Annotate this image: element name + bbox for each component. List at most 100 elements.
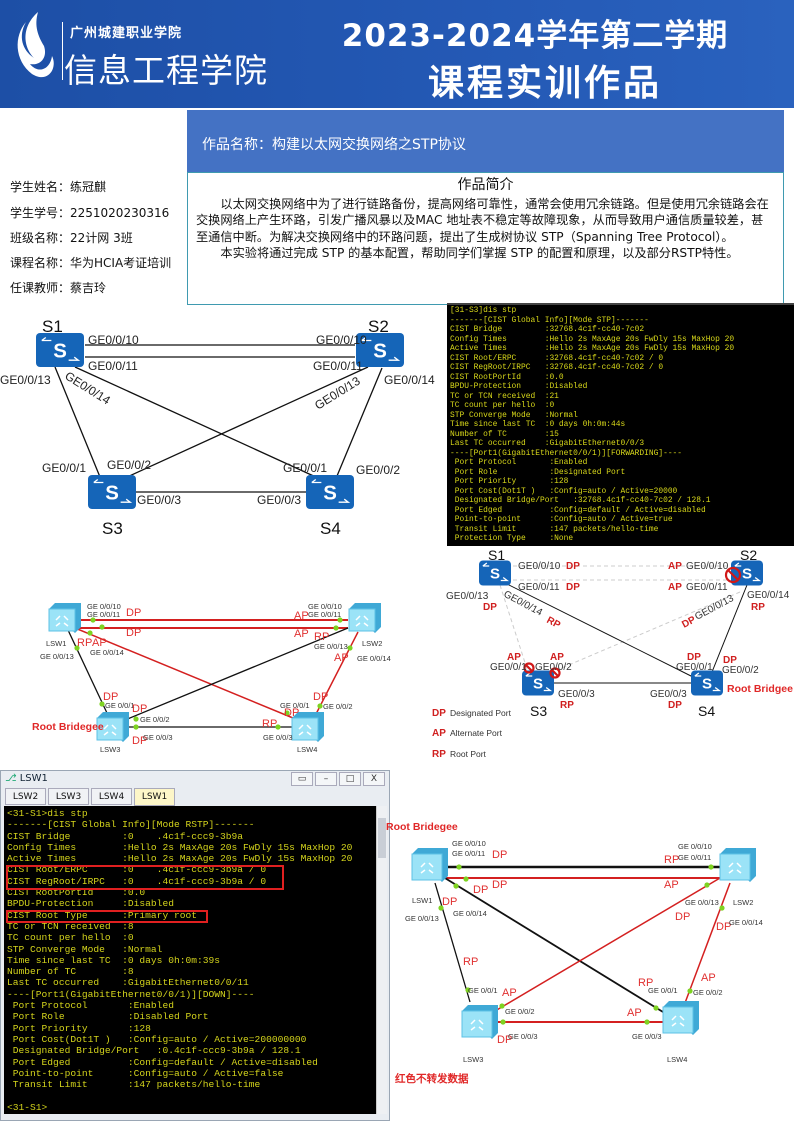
lsw1-terminal-window: ⎇ LSW1 ▭ – □ X LSW2 LSW3 LSW4 LSW1 <31-S… <box>0 770 390 1121</box>
topo3-label: AP <box>668 561 682 572</box>
topo4-label: LSW1 <box>46 639 66 648</box>
port-dot <box>133 724 139 730</box>
topo4-label: GE 0/0/13 <box>40 652 74 661</box>
link-line <box>67 629 108 714</box>
topo3-label: S1 <box>488 547 505 563</box>
topo4-label: LSW4 <box>297 745 317 754</box>
college-name: 信息工程学院 <box>64 51 268 90</box>
topo4-label: GE 0/0/14 <box>357 654 391 663</box>
topo4-label: DP <box>313 691 328 703</box>
topo1-label: GE0/0/10 <box>88 333 139 347</box>
poster-title: 课程实训作品 <box>427 63 662 104</box>
port-dot <box>133 716 139 722</box>
intro-title: 作品简介 <box>457 177 514 193</box>
terminal-scrollbar[interactable] <box>376 806 387 1114</box>
topo3-label: DP <box>668 700 682 711</box>
topo3-label: GE0/0/14 <box>747 590 790 601</box>
link-line <box>74 627 294 719</box>
topo3-label: AP <box>507 652 521 663</box>
topo3-label: S4 <box>698 703 715 719</box>
switch-s1[interactable]: S <box>36 333 84 367</box>
terminal-line: CIST RootPortId :0.0 <box>7 887 146 899</box>
switch-lsw2[interactable] <box>348 603 381 633</box>
terminal-line: [31-S3]dis stp <box>450 306 517 315</box>
topo3-label: GE0/0/10 <box>686 561 729 572</box>
tab-lsw4[interactable]: LSW4 <box>91 788 132 805</box>
topo3-label: GE0/0/2 <box>722 665 759 676</box>
port-dot <box>284 710 290 716</box>
switch-lsw3[interactable] <box>96 712 129 742</box>
topo6-label: GE 0/0/14 <box>729 918 763 927</box>
terminal-line: STP Converge Mode :Normal <box>450 410 578 420</box>
topo4-label: LSW2 <box>362 639 382 648</box>
terminal-line: ----[Port1(GigabitEthernet0/0/1)][FORWAR… <box>450 448 683 458</box>
switch-s4[interactable]: S <box>306 475 354 509</box>
topo6-label: GE 0/0/1 <box>648 986 678 995</box>
link-line <box>54 366 101 478</box>
terminal-line: Number of TC :15 <box>450 429 559 439</box>
topo4-label: GE 0/0/10 <box>87 602 121 611</box>
lsw1-terminal-console[interactable]: <31-S1>dis stp-------[CIST Global Info][… <box>4 806 376 1114</box>
port-dot <box>317 703 323 709</box>
switch-lsw1[interactable] <box>48 603 81 633</box>
topo6-label: DP <box>473 884 488 896</box>
intro-paragraph-2: 本实验将通过完成 STP 的基本配置，帮助同学们掌握 STP 的配置和原理，以及… <box>220 246 739 260</box>
link-line <box>711 584 748 673</box>
terminal-line: CIST Root Type :Primary root <box>7 909 197 921</box>
switch-lsw4[interactable] <box>291 712 324 742</box>
terminal-line: Transit Limit :147 packets/hello-time <box>450 524 659 534</box>
terminal-line: Designated Bridge/Port :32768.4c1f-cc40-… <box>450 496 711 505</box>
topo3-label: GE0/0/11 <box>518 582 560 593</box>
topo3-label: GE0/0/3 <box>650 689 687 700</box>
topo1-label: GE0/0/1 <box>42 461 86 475</box>
maximize-button[interactable]: □ <box>339 772 361 786</box>
topo3-label: DP <box>687 652 701 663</box>
topo6-label: DP <box>497 1034 512 1046</box>
topo6-label: GE 0/0/1 <box>468 986 498 995</box>
scrollbar-thumb[interactable] <box>378 818 386 858</box>
switch-s2[interactable]: S <box>356 333 404 367</box>
terminal-line: CIST Root/ERPC :0 .4c1f-ccc9-3b9a / 0 <box>7 864 267 876</box>
terminal-line: Port Edged :Config=default / Active=disa… <box>450 505 706 515</box>
topo6-label: DP <box>716 921 731 933</box>
port-dot <box>456 864 462 870</box>
switch-s3[interactable]: S <box>88 475 136 509</box>
terminal-line: Protection Type :None <box>450 534 574 543</box>
terminal-line: Number of TC :8 <box>7 966 134 978</box>
topo4-label: GE 0/0/2 <box>140 715 170 724</box>
link-line <box>489 877 721 1015</box>
topo3-label: GE0/0/1 <box>676 662 713 673</box>
switch-lsw1[interactable] <box>411 848 448 882</box>
work-name-banner: 作品名称：构建以太网交换网络之STP协议 <box>187 110 784 172</box>
switch-s3[interactable]: S <box>522 670 554 696</box>
tab-lsw3[interactable]: LSW3 <box>48 788 89 805</box>
terminal-line: Last TC occurred :GigabitEthernet0/0/3 <box>450 439 645 448</box>
topo6-label: GE 0/0/11 <box>452 849 485 858</box>
terminal-line: CIST Root/ERPC :32768.4c1f-cc40-7c02 / 0 <box>450 353 664 363</box>
terminal-line: CIST RegRoot/IRPC :0 .4c1f-ccc9-3b9a / 0 <box>7 875 267 887</box>
switch-lsw4[interactable] <box>662 1001 699 1035</box>
restore-icon[interactable]: ▭ <box>291 772 313 786</box>
topo3-label: GE0/0/13 <box>446 591 489 602</box>
switch-glyph-icon: S <box>702 676 712 693</box>
topo6-label: LSW4 <box>667 1055 687 1064</box>
terminal-line: Time since last TC :0 days 0h:0m:39s <box>7 954 221 966</box>
terminal-line: Port Cost(Dot1T ) :Config=auto / Active=… <box>7 1033 307 1045</box>
link-line <box>434 882 471 1003</box>
topo3-label: GE0/0/1 <box>490 662 527 673</box>
tab-lsw1[interactable]: LSW1 <box>134 788 175 806</box>
switch-s4[interactable]: S <box>691 670 723 696</box>
switch-lsw2[interactable] <box>719 848 756 882</box>
close-button[interactable]: X <box>363 772 385 786</box>
switch-s1[interactable]: S <box>479 560 511 586</box>
minimize-button[interactable]: – <box>315 772 337 786</box>
topo3-label: Alternate Port <box>450 728 503 738</box>
switch-lsw3[interactable] <box>461 1005 498 1039</box>
port-dot <box>333 625 339 631</box>
port-dot <box>337 617 343 623</box>
port-dot <box>99 624 105 630</box>
terminal-line: Config Times :Hello 2s MaxAge 20s FwDly … <box>450 334 735 344</box>
topo4-label: GE 0/0/1 <box>105 701 135 710</box>
topo3-label: AP <box>432 728 446 739</box>
tab-lsw2[interactable]: LSW2 <box>5 788 46 805</box>
